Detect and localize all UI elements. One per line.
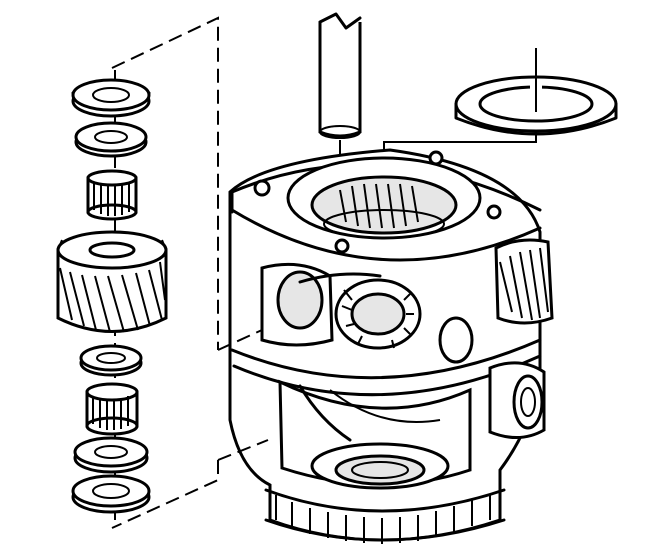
washer-bottom-inner (73, 436, 149, 474)
connection-dashed-line (217, 329, 269, 461)
washer-lower (79, 344, 143, 377)
case-window-left (260, 262, 334, 347)
snap-ring (383, 48, 618, 212)
flange-hole (428, 150, 444, 166)
needle-bearing-lower (85, 382, 139, 436)
differential-case (217, 148, 554, 544)
pin-bore (438, 316, 474, 364)
bottom-bearing-boss (310, 442, 450, 490)
ring-gear-teeth (264, 488, 506, 544)
top-bearing-boss (286, 156, 482, 240)
flange-hole (486, 204, 502, 220)
assembly-bracket-line (111, 16, 219, 529)
needle-bearing-upper (86, 169, 138, 221)
thrust-washer-top (71, 78, 151, 118)
pinion-gear (56, 230, 168, 333)
flange-hole (253, 179, 271, 197)
thrust-washer-bottom (71, 474, 151, 514)
washer-upper (74, 121, 148, 158)
right-side-boss (488, 361, 546, 439)
right-pinion-gear (494, 238, 554, 325)
side-gear (298, 272, 422, 350)
flange-hole (334, 238, 350, 254)
pinion-parts-stack (56, 16, 219, 529)
